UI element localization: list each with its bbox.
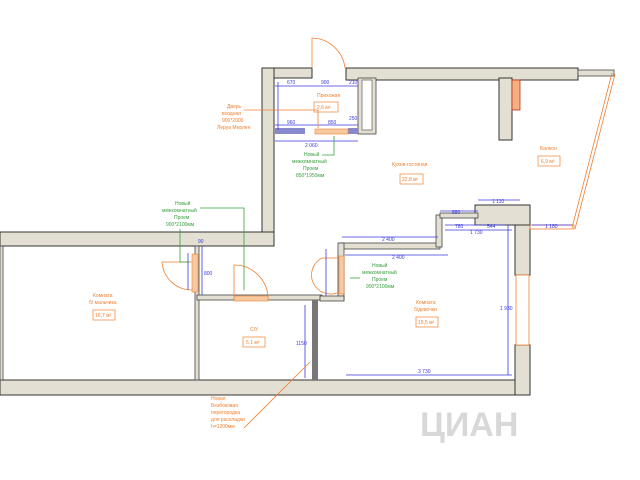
dim-label: 3 730 [418, 369, 431, 375]
room-bedroom-left: Комната б/ мальчика 16,7 м² [89, 293, 117, 321]
dim-label: 2 060 [305, 143, 318, 149]
note-line: Новый [304, 151, 320, 158]
note-line: межкомнатный [292, 158, 327, 165]
dim-label: 1 180 [545, 224, 558, 230]
dimension-labels: 670 900 210 960 850 250 2 060 2 400 2 40… [198, 80, 558, 375]
dim-label: 780 [455, 224, 464, 230]
note-line: межкомнатный [162, 207, 197, 214]
note-line: Леруа Мерлен [217, 125, 251, 131]
room-hall: Прихожая 2,6 м² [313, 93, 340, 113]
dim-label: 880 [452, 210, 461, 216]
dimension-lines [187, 82, 572, 378]
dim-label: 1 110 [492, 199, 504, 205]
note-line: межкомнатный [362, 269, 397, 276]
note-line: Безбоковая [211, 403, 238, 409]
room-name: Комната [93, 293, 113, 299]
dim-label: 250 [349, 116, 358, 122]
room-area: 6,9 м² [541, 159, 555, 165]
note-opening-right: Новый межкомнатный Проем 900*2100мм [350, 262, 397, 290]
window [515, 274, 530, 346]
walls [0, 67, 615, 396]
note-line: Проем [303, 166, 319, 172]
room-name: Комната [416, 300, 436, 306]
dim-label: 210 [349, 80, 358, 86]
dim-label: 850 [328, 120, 337, 126]
room-name: С/У [250, 327, 259, 333]
dim-label: 2 400 [392, 255, 405, 261]
room-name: Балкон [540, 146, 557, 152]
note-line: 900*2100мм [366, 284, 395, 290]
watermark: ЦИАН [420, 406, 518, 444]
note-line: h=1200мм [211, 424, 235, 430]
door-left-room [161, 253, 199, 293]
dim-label: 1150 [296, 341, 307, 347]
dim-label: 2 400 [382, 237, 395, 243]
dim-label: 670 [287, 80, 296, 86]
dim-label: 800 [204, 271, 213, 277]
note-line: перегородка [211, 410, 240, 416]
note-line: 900*2000 [222, 118, 244, 124]
balcony-glazing [511, 72, 616, 230]
entry-door [311, 37, 346, 69]
room-area: 2,6 м² [317, 105, 331, 111]
room-area: 22,8 м² [402, 177, 419, 183]
note-line: Новая [211, 396, 226, 402]
dim-label: 90 [198, 239, 204, 245]
opening-hall [314, 128, 349, 135]
note-line: Проем [372, 277, 388, 283]
room-name: Кухня-гостиная [392, 162, 428, 168]
room-name: б/ мальчика [89, 300, 117, 306]
dim-label: 1 930 [500, 306, 513, 312]
note-line: Дверь [227, 104, 242, 110]
room-area: 15,5 м² [418, 320, 435, 326]
dim-label: 960 [287, 120, 296, 126]
note-line: 850*1950мм [296, 173, 325, 179]
note-entry-door: Дверь входная 900*2000 Леруа Мерлен [217, 104, 319, 131]
note-line: входная [222, 111, 241, 117]
room-name: Прихожая [317, 93, 340, 99]
note-line: для раскладки [211, 417, 245, 423]
room-bathroom: С/У 5,1 м² [242, 327, 266, 348]
dim-label: 1 730 [470, 230, 483, 236]
room-bedroom-right: Комната б/девочки 15,5 м² [414, 300, 439, 328]
note-opening-hall: Новый межкомнатный Проем 850*1950мм [292, 136, 335, 179]
door-bathroom [233, 264, 269, 302]
dim-label: 544 [487, 224, 496, 230]
note-line: Новый [372, 262, 388, 269]
note-line: Проем [174, 215, 190, 221]
note-opening-left: Новый межкомнатный Проем 900*2100мм [162, 200, 245, 290]
door-right-room [311, 255, 345, 295]
note-line: Новый [175, 200, 191, 207]
note-line: 900*2100мм [166, 222, 195, 228]
room-name: б/девочки [414, 307, 437, 313]
dim-label: 900 [321, 80, 330, 86]
room-kitchen: Кухня-гостиная 22,8 м² [392, 162, 428, 185]
note-partition: Новая Безбоковая перегородка для расклад… [211, 361, 311, 430]
room-area: 16,7 м² [95, 313, 112, 319]
room-balcony: Балкон 6,9 м² [537, 146, 561, 167]
room-area: 5,1 м² [246, 340, 260, 346]
